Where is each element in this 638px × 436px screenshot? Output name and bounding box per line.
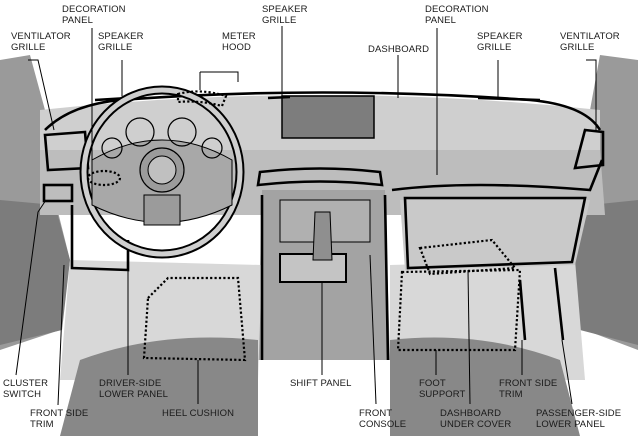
panel-outlines xyxy=(42,91,605,361)
label-shift-panel: SHIFT PANEL xyxy=(290,378,352,389)
label-decoration-panel-left: DECORATION PANEL xyxy=(62,4,126,26)
label-cluster-switch: CLUSTER SWITCH xyxy=(3,378,49,400)
label-decoration-panel-right: DECORATION PANEL xyxy=(425,4,489,26)
steering-wheel xyxy=(79,85,245,259)
label-front-side-trim-left: FRONT SIDE TRIM xyxy=(30,408,89,430)
leader-lines xyxy=(15,26,597,406)
label-dashboard: DASHBOARD xyxy=(368,44,430,55)
label-speaker-grille-top: SPEAKER GRILLE xyxy=(262,4,308,26)
label-ventilator-grille-left: VENTILATOR GRILLE xyxy=(11,31,71,53)
highlight-regions xyxy=(86,90,522,362)
label-speaker-grille-left: SPEAKER GRILLE xyxy=(98,31,144,53)
label-dashboard-under-cover: DASHBOARD UNDER COVER xyxy=(440,408,512,430)
label-front-side-trim-right: FRONT SIDE TRIM xyxy=(499,378,558,400)
label-meter-hood: METER HOOD xyxy=(222,31,256,53)
label-heel-cushion: HEEL CUSHION xyxy=(162,408,235,419)
label-front-console: FRONT CONSOLE xyxy=(359,408,407,430)
label-speaker-grille-right: SPEAKER GRILLE xyxy=(477,31,523,53)
label-foot-support: FOOT SUPPORT xyxy=(419,378,466,400)
label-passenger-side-lower-panel: PASSENGER-SIDE LOWER PANEL xyxy=(536,408,622,430)
label-driver-side-lower-panel: DRIVER-SIDE LOWER PANEL xyxy=(99,378,169,400)
label-ventilator-grille-right: VENTILATOR GRILLE xyxy=(560,31,620,53)
